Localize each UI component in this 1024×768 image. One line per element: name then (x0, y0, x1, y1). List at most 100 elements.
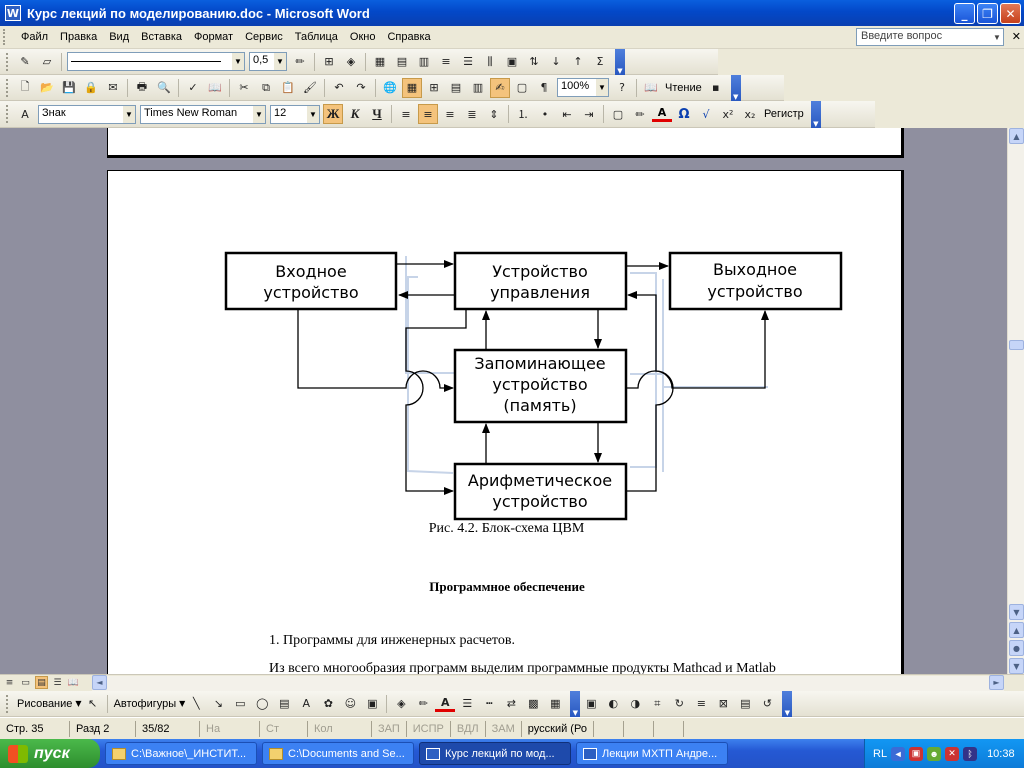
sort-desc-icon[interactable]: ↑ (573, 55, 583, 68)
scroll-left-icon[interactable]: ◄ (92, 675, 107, 690)
align-left-icon[interactable]: ≡ (401, 107, 411, 121)
symbol-button[interactable]: Ω (678, 106, 690, 122)
tables-borders-icon[interactable]: ▦ (402, 77, 422, 98)
previous-page-icon[interactable]: ▲ (1009, 622, 1024, 638)
drawing-icon[interactable]: ✍ (490, 77, 510, 98)
line-style-icon[interactable]: ☰ (462, 697, 473, 710)
clipart-icon[interactable]: ☺ (344, 697, 357, 710)
justify-icon[interactable]: ≣ (467, 107, 477, 121)
borders-icon[interactable]: ⊞ (324, 55, 334, 68)
font-color-icon[interactable]: A (435, 696, 456, 712)
insert-excel-icon[interactable]: ▤ (450, 81, 462, 94)
task-folder-institute[interactable]: C:\Важное\_ИНСТИТ... (105, 742, 257, 765)
menu-insert[interactable]: Вставка (141, 31, 183, 43)
chevron-down-icon[interactable]: ▼ (75, 699, 82, 708)
distribute-rows-icon[interactable]: ☰ (463, 55, 473, 68)
help-icon[interactable]: ? (619, 81, 625, 94)
merge-cells-icon[interactable]: ▤ (396, 55, 408, 68)
normal-view-icon[interactable]: ≡ (5, 677, 14, 688)
cut-icon[interactable]: ✂ (239, 81, 249, 94)
scroll-thumb[interactable] (1009, 340, 1024, 350)
toolbar-options-icon[interactable]: ▼ (810, 100, 821, 128)
show-hide-icon[interactable]: ¶ (540, 81, 548, 94)
line-spacing-icon[interactable]: ⇕ (489, 107, 499, 121)
draw-table-icon[interactable]: ✎ (20, 55, 30, 68)
decrease-indent-icon[interactable]: ⇤ (562, 107, 572, 121)
browse-object-icon[interactable]: ● (1009, 640, 1024, 656)
compress-icon[interactable]: ⊠ (718, 697, 728, 710)
numbering-icon[interactable]: ⒈ (517, 108, 529, 121)
arrow-icon[interactable]: ↘ (213, 697, 223, 710)
menu-window[interactable]: Окно (349, 31, 376, 43)
highlight-icon[interactable]: ✏ (635, 107, 645, 121)
mdi-close-icon[interactable]: ✕ (1011, 30, 1021, 43)
task-word-course[interactable]: Курс лекций по мод... (419, 742, 571, 765)
toolbar-grip[interactable] (6, 105, 10, 123)
chevron-down-icon[interactable]: ▼ (123, 105, 135, 123)
fill-color-icon[interactable]: ◈ (397, 697, 406, 710)
redo-icon[interactable]: ↷ (356, 81, 366, 94)
autosum-icon[interactable]: Σ (596, 55, 604, 68)
textbox-icon[interactable]: ▤ (279, 697, 290, 710)
status-trk[interactable]: ИСПР (407, 720, 451, 737)
rotate-icon[interactable]: ↻ (674, 697, 684, 710)
drawing-menu-button[interactable]: Рисование (17, 697, 73, 710)
paste-icon[interactable]: 📋 (281, 81, 295, 94)
task-word-lectures[interactable]: Лекции МХТП Андре... (576, 742, 728, 765)
scroll-right-icon[interactable]: ► (989, 675, 1004, 690)
picture-icon[interactable]: ▣ (367, 697, 378, 710)
chevron-down-icon[interactable]: ▼ (232, 53, 244, 70)
print-layout-icon[interactable]: ▤ (35, 676, 48, 689)
reading-view-icon[interactable]: 📖 (67, 677, 80, 688)
text-wrap-icon[interactable]: ▤ (740, 697, 751, 710)
wordart-icon[interactable]: A (302, 697, 311, 710)
task-folder-documents[interactable]: C:\Documents and Se... (262, 742, 414, 765)
toolbar-grip[interactable] (6, 52, 10, 71)
chevron-down-icon[interactable]: ▼ (253, 105, 265, 123)
undo-icon[interactable]: ↶ (334, 81, 344, 94)
3d-icon[interactable]: ▦ (550, 697, 561, 710)
hyperlink-icon[interactable]: 🌐 (383, 81, 397, 94)
font-color-icon[interactable]: A (652, 106, 672, 122)
close-button[interactable]: ✕ (1000, 3, 1021, 24)
line-color-icon[interactable]: ✏ (418, 697, 428, 710)
arrow-tray-icon[interactable]: ◄ (891, 746, 906, 761)
document-map-icon[interactable]: ▢ (516, 81, 528, 94)
underline-button[interactable]: Ч (372, 106, 382, 121)
styles-pane-icon[interactable]: A (21, 107, 29, 121)
bluetooth-icon[interactable]: ᛒ (963, 746, 978, 761)
outside-border-icon[interactable]: ▢ (612, 107, 624, 121)
change-case-button[interactable]: Регистр (764, 108, 804, 120)
line-style-select[interactable]: ▼ (67, 52, 245, 71)
oval-icon[interactable]: ◯ (256, 697, 269, 710)
reading-button[interactable]: Чтение (665, 81, 702, 94)
rectangle-icon[interactable]: ▭ (235, 697, 246, 710)
reading-layout-icon[interactable]: 📖 (644, 81, 658, 94)
restore-button[interactable]: ❐ (977, 3, 998, 24)
crop-icon[interactable]: ⌗ (654, 696, 661, 710)
format-picture-icon[interactable]: ▣ (586, 697, 597, 710)
menu-format[interactable]: Формат (194, 31, 234, 43)
dash-style-icon[interactable]: ┅ (486, 697, 493, 710)
web-layout-icon[interactable]: ▭ (21, 677, 30, 688)
open-icon[interactable]: 📂 (40, 81, 54, 94)
status-ext[interactable]: ВДЛ (451, 720, 486, 737)
next-page-icon[interactable]: ▼ (1009, 658, 1024, 674)
chevron-down-icon[interactable]: ▼ (274, 53, 286, 70)
insert-table-icon[interactable]: ⊞ (429, 81, 439, 94)
permission-icon[interactable]: 🔒 (84, 81, 98, 94)
toolbar-grip[interactable] (6, 694, 10, 713)
font-select[interactable]: Times New Roman▼ (140, 104, 266, 124)
bullets-icon[interactable]: • (541, 107, 549, 121)
autoformat-icon[interactable]: ▣ (506, 55, 518, 68)
eraser-icon[interactable]: ▱ (42, 55, 52, 68)
equation-icon[interactable]: √ (702, 107, 710, 121)
chevron-down-icon[interactable]: ▼ (993, 32, 1001, 42)
chevron-down-icon[interactable]: ▼ (596, 79, 608, 96)
text-direction-icon[interactable]: ⇅ (529, 55, 539, 68)
font-size-select[interactable]: 12▼ (270, 104, 320, 124)
print-preview-icon[interactable]: 🔍 (157, 81, 171, 94)
ask-question-input[interactable]: Введите вопрос▼ (856, 28, 1004, 46)
toolbar-options-icon[interactable]: ▼ (615, 48, 625, 75)
brightness-icon[interactable]: ◑ (630, 697, 641, 710)
